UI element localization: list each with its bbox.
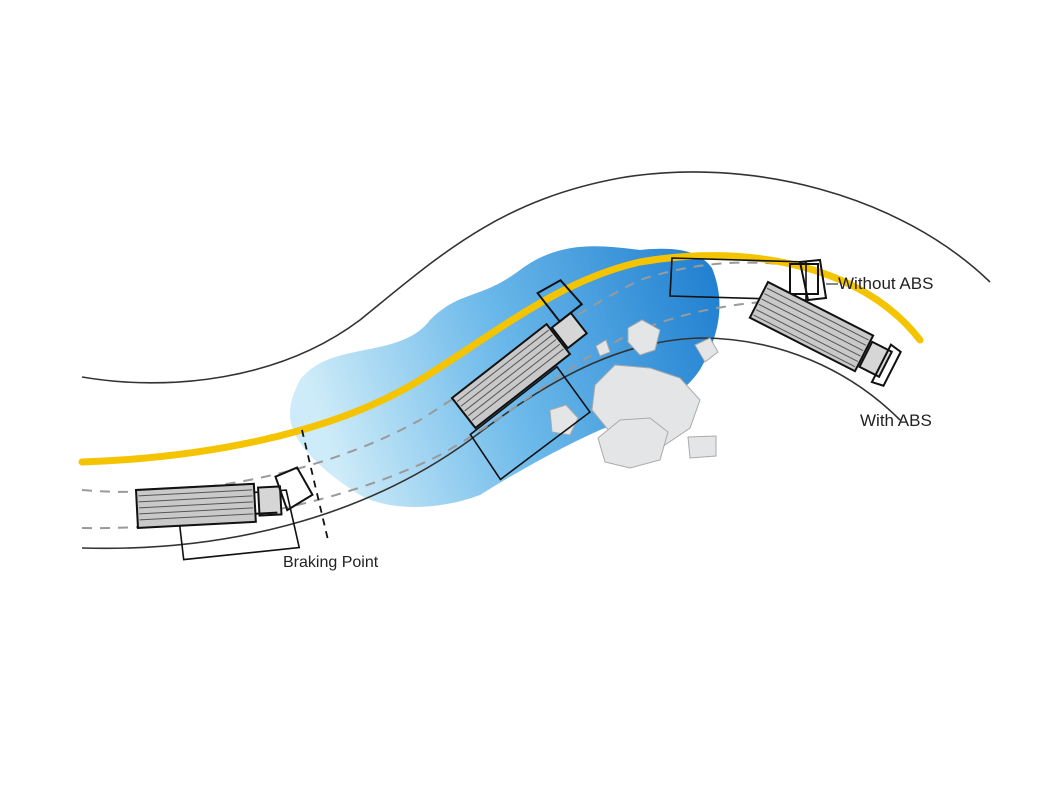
- truck-start-icon: [134, 466, 314, 561]
- rock-icon: [549, 319, 719, 469]
- braking-point-marker: [301, 429, 329, 541]
- yellow-centre-line: [78, 252, 924, 466]
- without-abs-label: Without ABS: [838, 274, 934, 293]
- lane-dashed-upper: [81, 261, 821, 493]
- road-lower-edge: [81, 337, 901, 550]
- truck-without-abs-icon: [669, 257, 828, 302]
- with-abs-label: With ABS: [860, 411, 932, 430]
- road-upper-edge: [81, 171, 991, 384]
- truck-with-abs-icon: [748, 280, 903, 387]
- braking-point-label: Braking Point: [283, 554, 379, 571]
- truck-jackknife-icon: [450, 278, 592, 481]
